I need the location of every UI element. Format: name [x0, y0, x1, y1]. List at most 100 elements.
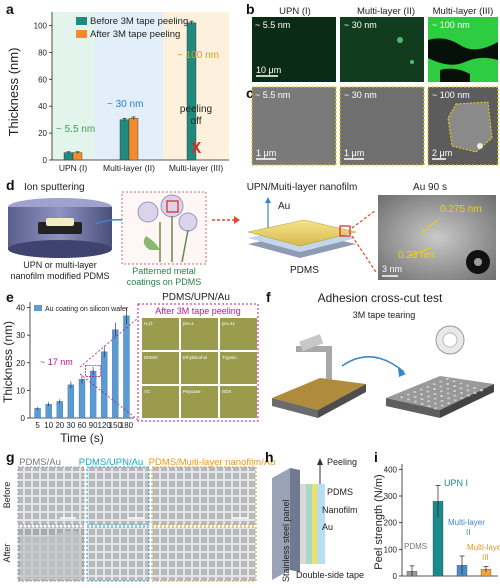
g-header-3: PDMS/Muiti-layer nanofilm/Au	[149, 457, 276, 468]
photo-label: SDS	[222, 389, 231, 394]
peeling-text-1: peeling	[180, 104, 212, 115]
grid-cell	[452, 389, 457, 393]
grid-cell	[433, 402, 438, 405]
photo-tile-overlay	[142, 352, 179, 384]
annotation-multi3: ~ 100 nm	[177, 50, 219, 61]
grid-cell	[426, 390, 430, 394]
c-scalebar-3: 2 μm	[432, 148, 452, 158]
panel-d-letter: d	[6, 177, 15, 193]
c-label-1: ~ 5.5 nm	[255, 90, 290, 100]
bar	[72, 152, 83, 161]
y-tick-label: 80	[38, 48, 47, 57]
d-left-caption-1: UPN or multi-layer	[23, 260, 97, 270]
legend-before: Before 3M tape peeling	[90, 16, 188, 27]
arrow-head-icon	[398, 368, 406, 377]
zoom-line	[79, 373, 139, 421]
grid-cell	[432, 392, 437, 396]
x-tick-label: 120	[98, 421, 112, 430]
h-pdms: PDMS	[327, 487, 353, 497]
bar	[63, 152, 74, 161]
layer-stack-diagram	[247, 197, 357, 258]
grid-cell	[459, 391, 464, 395]
grid-cell	[425, 385, 430, 389]
photo-tile	[142, 352, 179, 384]
grid-cell	[419, 392, 424, 396]
i-label-multi3: Multi-layer	[467, 543, 500, 552]
photo-tile-overlay	[142, 386, 179, 418]
bar	[34, 408, 41, 419]
bar	[112, 329, 119, 419]
zoom-lines	[351, 209, 377, 273]
i-label-multi2-roman: II	[466, 528, 470, 537]
x-tick-label: 10	[44, 421, 53, 430]
photo-label: Trypsin	[222, 355, 237, 360]
grid-cell	[440, 399, 444, 403]
bar	[123, 315, 130, 419]
c-label-2: ~ 30 nm	[344, 90, 377, 100]
peel-test-diagram	[272, 458, 325, 580]
bar	[101, 351, 108, 419]
photo-label: VC	[144, 389, 151, 394]
grid-cell	[399, 395, 404, 399]
grid-cell	[466, 389, 470, 392]
substrate-grid-after	[386, 376, 494, 418]
sem-image-2: ~ 30 nm 1 μm	[339, 86, 425, 166]
grid-cell	[445, 387, 450, 391]
i-label-upn: UPN I	[444, 478, 468, 488]
panel-e-letter: e	[6, 289, 14, 305]
bar	[119, 119, 130, 161]
b-title-3: Multi-layer (III)	[433, 6, 494, 17]
bar	[89, 370, 97, 419]
photo-label: pH=1	[183, 321, 194, 326]
grid-cell	[413, 395, 417, 399]
grid-cell	[427, 404, 431, 408]
fluorescence-image-1: ~ 5.5 nm 10 μm	[252, 17, 336, 82]
photo-label: Ethylalcohol	[183, 355, 207, 360]
y-tick-label: 400	[384, 465, 398, 474]
panel-h-letter: h	[265, 449, 274, 465]
category-label-2: Multi-layer (II)	[103, 163, 155, 173]
y-tick-label: 30	[16, 331, 25, 340]
c-label-3: ~ 100 nm	[432, 90, 470, 100]
grid-cell	[432, 382, 437, 386]
y-axis-label: Thickness (nm)	[6, 48, 21, 137]
grid-cell	[438, 380, 443, 384]
bars	[406, 484, 492, 577]
d-tem-title: Au 90 s	[413, 182, 447, 193]
y-tick-label: 300	[384, 492, 398, 501]
grid-cell	[433, 406, 438, 410]
photo-label: Pepsase	[183, 389, 201, 394]
b-label-1: ~ 5.5 nm	[255, 20, 290, 30]
d-pdms-label: PDMS	[290, 265, 319, 276]
grid-cell	[445, 382, 450, 386]
grid-cell	[472, 391, 477, 395]
grid-cell	[419, 397, 424, 401]
highlight-box	[85, 365, 102, 377]
photo-tile	[220, 386, 257, 418]
g-header-1: PDMS/Au	[19, 457, 61, 468]
e-y-axis-label: Thickness (nm)	[1, 321, 15, 403]
zoom-line	[79, 317, 139, 368]
c-scalebar-2: 1 μm	[344, 148, 364, 158]
grid-cell	[420, 402, 425, 406]
y-tick-label: 0	[43, 156, 48, 165]
legend-swatch	[34, 305, 42, 311]
d-title-mid: UPN/Muiti-layer nanofilm	[247, 182, 358, 193]
grid-cell	[426, 395, 431, 398]
grid-cell	[412, 390, 417, 394]
photo-tile-overlay	[142, 318, 179, 350]
e-title: PDMS/UPN/Au	[162, 292, 230, 303]
e-x-axis-label: Time (s)	[60, 431, 104, 445]
d-tem-d2: 0.23 nm	[398, 250, 434, 261]
x-tick-label: 20	[55, 421, 64, 430]
grid-cell	[419, 388, 424, 391]
x-tick-label: 30	[66, 421, 75, 430]
y-tick-label: 40	[38, 102, 47, 111]
photo-tile-overlay	[181, 318, 218, 350]
d-tem-d1: 0.275 nm	[440, 204, 482, 215]
sem-image-1: ~ 5.5 nm 1 μm	[251, 86, 337, 166]
y-tick-label: 20	[16, 359, 25, 368]
grid-cell	[465, 384, 470, 388]
